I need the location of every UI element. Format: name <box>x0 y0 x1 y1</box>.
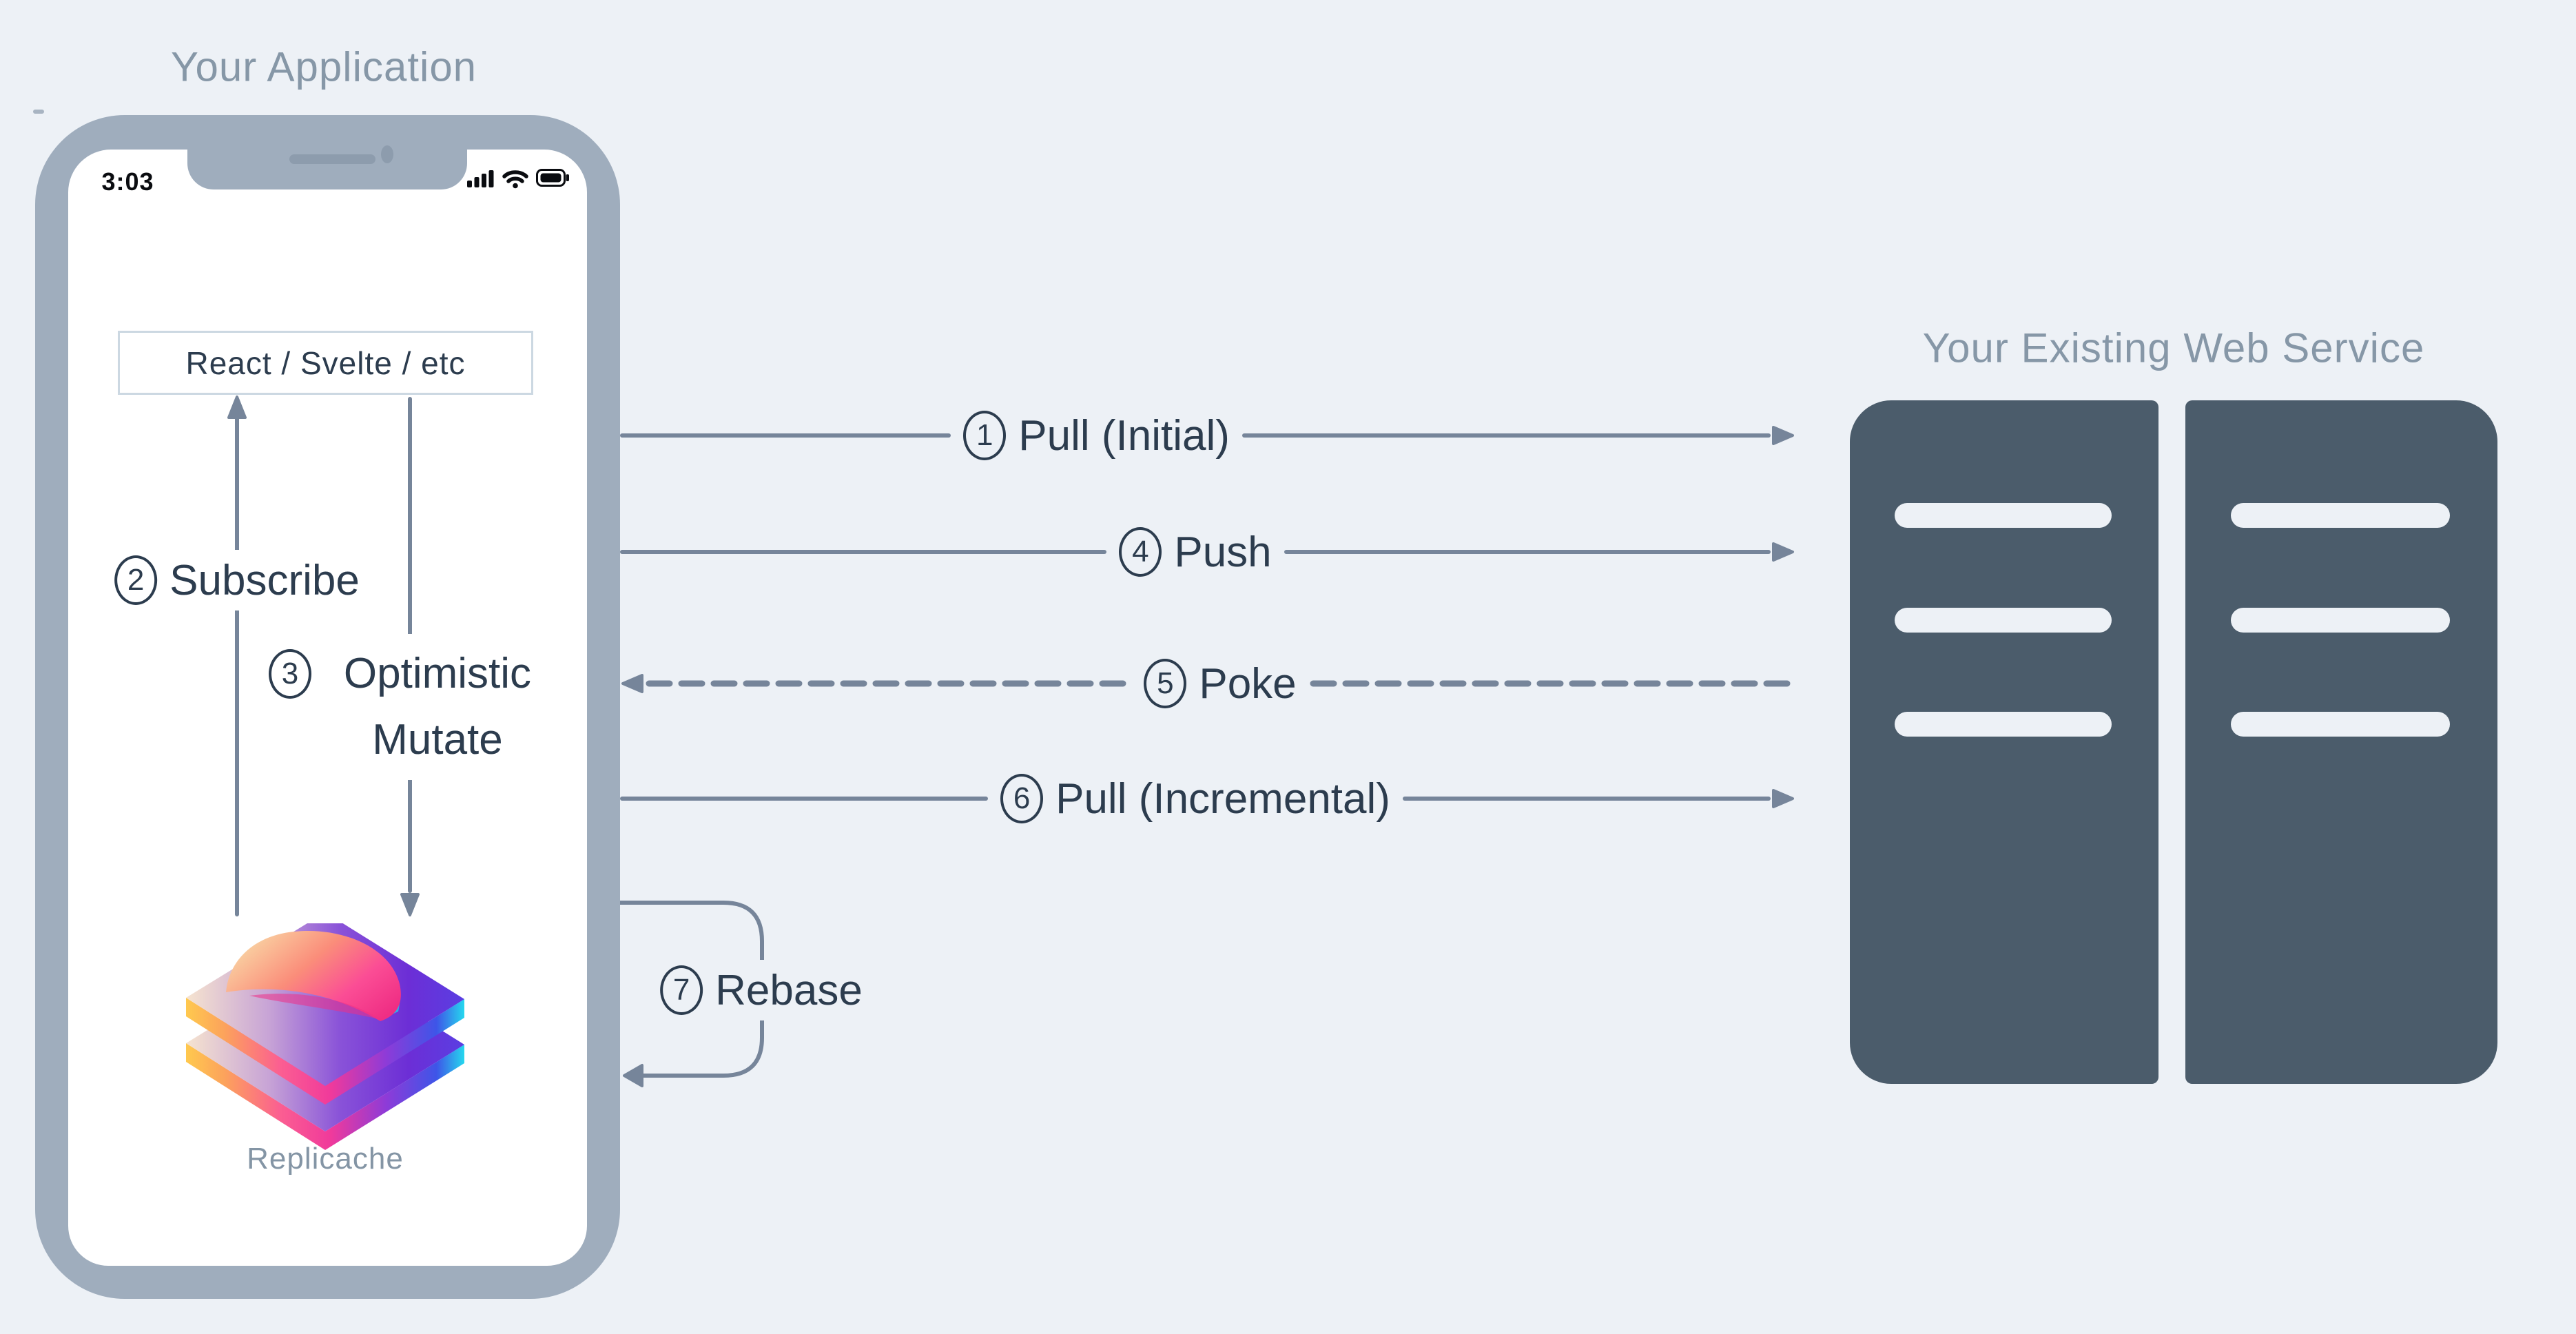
stray-dash <box>33 110 44 114</box>
arrowhead-left-icon <box>623 1064 643 1087</box>
flow-line <box>1241 433 1771 438</box>
framework-box: React / Svelte / etc <box>118 331 533 395</box>
logo-middle-layer-side <box>186 998 464 1105</box>
signal-bars-icon <box>467 170 494 187</box>
step-number-circle: 3 <box>269 649 311 699</box>
step-number-circle: 1 <box>963 411 1007 460</box>
flow-poke-label: 5 Poke <box>1144 659 1297 708</box>
speaker-grill-icon <box>289 154 375 164</box>
framework-box-label: React / Svelte / etc <box>185 345 466 381</box>
server-slot <box>1895 608 2112 633</box>
server-slot <box>2231 712 2450 737</box>
server-rack-right <box>2185 400 2497 1084</box>
server-rack-left <box>1850 400 2158 1084</box>
flow-label-text: Push <box>1174 528 1272 576</box>
server-slot <box>2231 503 2450 528</box>
flow-pull-initial-label: 1 Pull (Initial) <box>963 411 1230 460</box>
optimistic-mutate-label: 3 Optimistic Mutate <box>258 634 562 780</box>
flow-label-text: Rebase <box>715 966 863 1014</box>
flow-rebase-label: 7 Rebase <box>643 960 879 1020</box>
phone-notch <box>187 115 467 189</box>
flow-label-text: Poke <box>1199 659 1297 708</box>
flow-dashed-line <box>1310 680 1796 687</box>
left-panel-title: Your Application <box>170 43 477 90</box>
replicache-logo-label: Replicache <box>247 1142 404 1176</box>
server-slot <box>1895 503 2112 528</box>
subscribe-label: 2 Subscribe <box>99 550 375 610</box>
optimistic-mutate-label-text: Optimistic Mutate <box>343 650 532 763</box>
flow-line <box>620 433 951 438</box>
flow-pull-incremental-label: 6 Pull (Incremental) <box>1000 774 1390 823</box>
flow-pull-incremental: 6 Pull (Incremental) <box>620 750 1795 847</box>
arrowhead-right-icon <box>1772 542 1795 562</box>
arrowhead-right-icon <box>1772 426 1794 445</box>
arrowhead-right-icon <box>1772 789 1795 808</box>
battery-icon <box>536 169 569 187</box>
status-icons <box>467 169 569 189</box>
mutate-arrowhead-down-icon <box>400 893 420 916</box>
step-number-circle: 5 <box>1144 659 1187 708</box>
subscribe-label-text: Subscribe <box>169 556 360 604</box>
step-number-circle: 2 <box>114 555 158 605</box>
step-number-circle: 4 <box>1119 527 1162 577</box>
step-number-circle: 6 <box>1000 774 1044 823</box>
flow-label-text: Pull (Incremental) <box>1055 774 1390 823</box>
logo-top-blob <box>226 930 401 1021</box>
arrowhead-left-icon <box>621 674 643 693</box>
flow-push: 4 Push <box>620 504 1795 600</box>
camera-dot-icon <box>381 145 393 163</box>
flow-label-text: Pull (Initial) <box>1018 411 1230 460</box>
flow-pull-initial: 1 Pull (Initial) <box>620 387 1795 484</box>
flow-push-label: 4 Push <box>1119 527 1272 577</box>
wifi-icon <box>502 170 528 189</box>
server-slot <box>2231 608 2450 633</box>
server-slot <box>1895 712 2112 737</box>
replicache-logo <box>186 923 464 1150</box>
logo-blob-fold <box>249 994 382 1020</box>
flow-line <box>1284 550 1771 554</box>
flow-line <box>620 550 1107 554</box>
status-time: 3:03 <box>101 167 154 196</box>
flow-dashed-line <box>646 680 1132 687</box>
flow-poke: 5 Poke <box>620 635 1796 732</box>
subscribe-arrow-line <box>235 413 239 916</box>
flow-line <box>620 797 989 801</box>
logo-bottom-layer-side <box>186 1043 464 1150</box>
subscribe-arrowhead-up-icon <box>227 396 247 419</box>
right-panel-title: Your Existing Web Service <box>1922 325 2425 371</box>
step-number-circle: 7 <box>660 965 703 1015</box>
flow-line <box>1402 797 1771 801</box>
